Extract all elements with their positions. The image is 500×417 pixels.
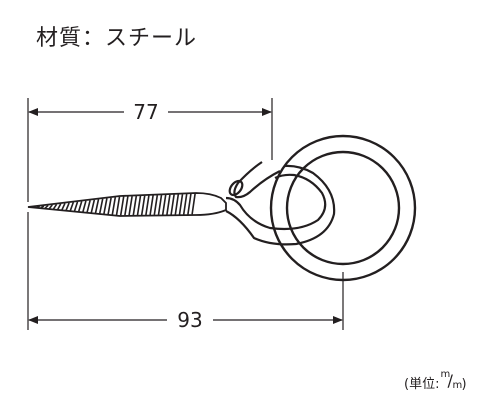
screw-thread-line xyxy=(153,195,159,216)
screw-thread-line xyxy=(107,197,112,215)
screw-eye-outer xyxy=(225,173,327,231)
screw-thread-line xyxy=(115,196,121,216)
unit-note-separator: : xyxy=(435,377,440,392)
dimension-label-lower: 93 xyxy=(177,308,202,332)
screw-thread-line xyxy=(132,195,138,216)
material-caption: 材質：スチール xyxy=(36,20,197,52)
screw-thread-line xyxy=(36,205,40,209)
screw-thread-line xyxy=(73,201,79,212)
material-label: 材質 xyxy=(36,26,83,51)
ring-outer-edge xyxy=(269,134,417,282)
unit-millimetre: m/m xyxy=(439,369,463,392)
ring xyxy=(269,134,417,282)
material-value: スチール xyxy=(105,26,198,51)
screw-eye-inner xyxy=(225,164,336,246)
unit-top: m xyxy=(440,369,451,380)
screw-thread-line xyxy=(161,194,167,215)
ring-inner-edge xyxy=(285,150,401,266)
unit-slash: / xyxy=(447,371,453,390)
screw-thread-line xyxy=(136,195,142,216)
screw-threads xyxy=(32,193,196,216)
screw-thread-line xyxy=(86,200,91,213)
screw-thread-line xyxy=(61,203,66,211)
unit-bottom: m xyxy=(452,380,463,391)
screw-thread-line xyxy=(98,198,104,214)
screw-thread-line xyxy=(77,201,83,212)
screw-thread-line xyxy=(48,204,53,210)
screw-thread-line xyxy=(119,196,125,216)
unit-note-label: 単位 xyxy=(409,377,436,392)
screw-thread-line xyxy=(128,196,133,216)
screw-thread-line xyxy=(69,202,75,211)
screw-thread-line xyxy=(90,199,96,213)
screw-thread-line xyxy=(103,198,108,215)
screw-eye-tip-end xyxy=(228,179,244,197)
dimension-lower: 93 xyxy=(28,308,343,332)
screw-thread-line xyxy=(166,194,171,215)
screw-thread-line xyxy=(145,195,150,216)
screw-thread-line xyxy=(157,194,163,216)
screw-thread-line xyxy=(174,194,180,215)
screw-thread-line xyxy=(65,202,70,211)
screw-thread-line xyxy=(111,197,117,215)
screw-shank xyxy=(27,192,227,217)
screw-thread-line xyxy=(170,194,175,215)
screw-thread-line xyxy=(149,195,154,216)
dimension-label-upper: 77 xyxy=(133,100,158,124)
screw-thread-line xyxy=(82,200,87,213)
unit-note-close: ) xyxy=(461,377,467,392)
screw-eye-tip xyxy=(233,161,281,199)
unit-note-open: ( xyxy=(404,377,410,392)
screw-thread-line xyxy=(56,203,62,210)
screw-thread-line xyxy=(178,194,184,215)
screw-thread-line xyxy=(124,196,129,216)
screw-thread-line xyxy=(182,193,188,215)
screw-thread-line xyxy=(44,204,49,209)
screw-thread-line xyxy=(52,203,58,210)
screw-eye xyxy=(225,161,336,246)
unit-note: (単位:m/m) xyxy=(404,369,467,392)
screw-thread-line xyxy=(187,193,192,215)
material-separator: ： xyxy=(82,26,106,51)
screw-thread-line xyxy=(140,195,146,216)
screw-thread-line xyxy=(191,193,196,215)
screw-thread-line xyxy=(40,205,45,209)
dimension-upper: 77 xyxy=(28,100,272,124)
screw-thread-line xyxy=(94,199,100,214)
